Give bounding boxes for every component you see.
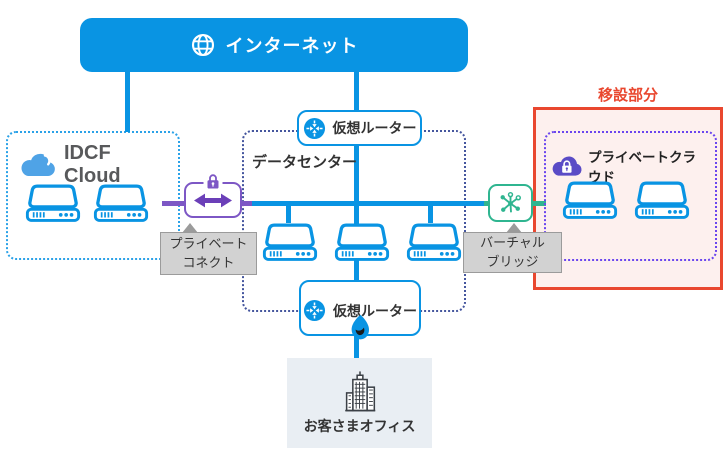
globe-icon [190,32,216,58]
internet-label: インターネット [225,36,359,56]
server-icon [406,223,462,261]
router-icon [303,117,326,140]
lock-icon [203,173,223,190]
relocation-label: 移設部分 [597,87,658,104]
private-cloud-header: プライベートクラウド [550,146,708,186]
virtual-router-bottom-label: 仮想ルーター [333,302,417,319]
server-icon [562,181,618,219]
customer-office-node: お客さまオフィス [287,358,432,448]
customer-office-label: お客さまオフィス [303,418,416,434]
private-cloud-lock-icon [550,154,583,178]
server-icon [25,184,81,222]
link-router-office [354,334,359,359]
private-cloud-area [544,131,717,261]
server-icon [634,181,690,219]
office-building-icon [342,370,378,412]
idcf-cloud-icon [18,152,58,179]
server-icon [334,223,390,261]
idcf-logo-text: IDCF Cloud [64,142,121,187]
server-icon [262,223,318,261]
idcf-cloud-logo: IDCF Cloud [18,142,164,188]
virtual-bridge-callout: バーチャル ブリッジ [463,232,562,273]
bridge-callout-pointer [506,223,522,233]
bus-line [250,201,490,206]
link-bus-server1 [286,204,291,223]
internet-node: インターネット [80,18,468,72]
virtual-router-top-label: 仮想ルーター [332,120,417,136]
bridge-hub-icon [497,190,524,217]
virtual-bridge-node [488,184,533,222]
private-connect-callout: プライベート コネクト [160,232,257,275]
private-connect-label-line1: プライベート [169,236,248,252]
datacenter-label: データセンター [252,154,358,171]
link-router-bus [354,145,359,281]
datacenter-server-group [261,221,463,263]
idcf-server-group [24,182,150,224]
virtual-router-bottom: 仮想ルーター [299,280,421,340]
private-connect-node [184,173,242,218]
server-icon [93,184,149,222]
virtual-bridge-label-line1: バーチャル [480,235,545,251]
bidirectional-arrow-icon [193,192,233,209]
connect-callout-pointer [182,223,198,233]
router-icon [303,299,326,322]
link-bus-server3 [428,204,433,223]
private-cloud-server-group [561,179,691,221]
virtual-bridge-label-line2: ブリッジ [486,253,539,269]
private-cloud-label: プライベートクラウド [588,150,696,185]
virtual-router-top: 仮想ルーター [297,110,422,146]
private-connect-label-line2: コネクト [182,254,235,270]
link-internet-idcf [125,71,130,132]
link-internet-router [354,71,359,112]
firewall-flame-icon [348,314,372,341]
